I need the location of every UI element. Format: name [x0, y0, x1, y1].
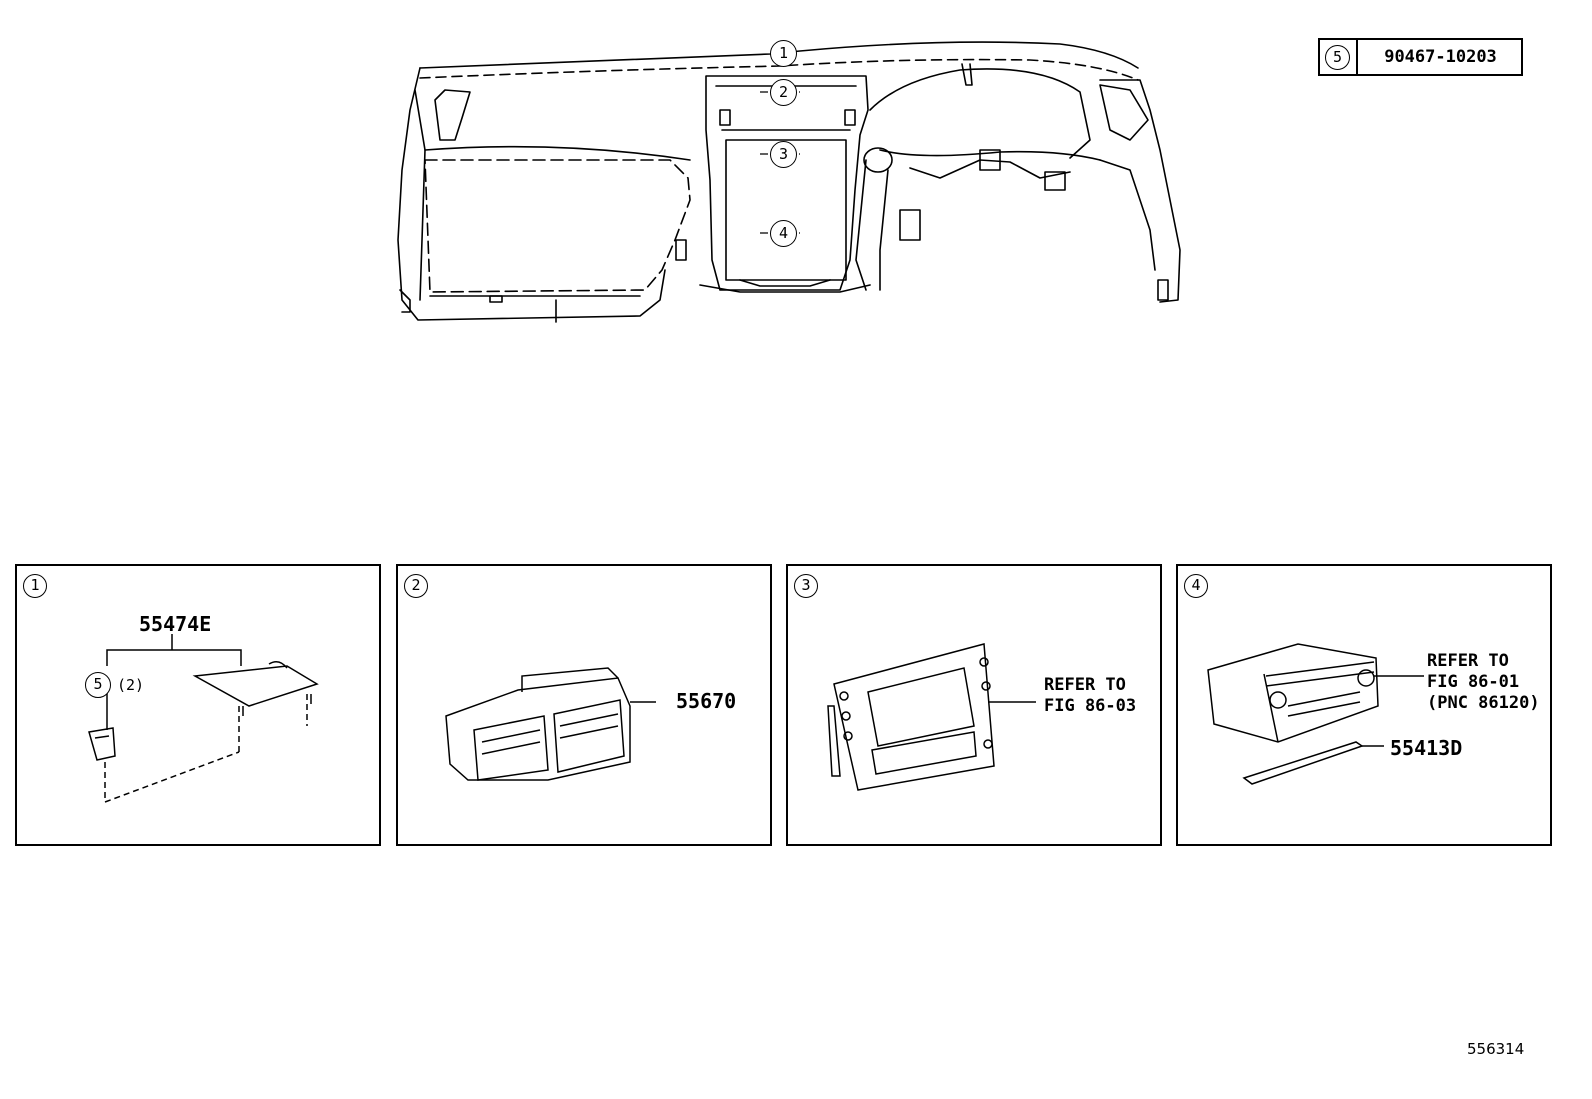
panel-4-ref-line1: REFER TO — [1427, 651, 1509, 671]
detail-panel-3: 3 REFER TO FIG 86-03 — [786, 564, 1162, 846]
detail-panel-1: 1 55474E 5 (2) — [15, 564, 381, 846]
panel-2-part-label: 55670 — [676, 689, 737, 713]
legend-callout-5: 5 — [1325, 45, 1350, 70]
panel-4-ref-line2: FIG 86-01 — [1427, 672, 1520, 692]
callout-4: 4 — [770, 220, 797, 247]
detail-panel-2: 2 55670 — [396, 564, 772, 846]
legend-part-number: 90467-10203 — [1384, 47, 1497, 67]
panel-4-number: 4 — [1184, 574, 1208, 598]
panel-1-number: 1 — [23, 574, 47, 598]
callout-3: 3 — [770, 141, 797, 168]
panel-4-part-label: 55413D — [1390, 736, 1463, 760]
panel-1-callout-5: 5 — [85, 672, 111, 698]
panel-1-part-label: 55474E — [139, 612, 212, 636]
center-vent-drawing — [445, 667, 656, 781]
display-unit-drawing — [827, 643, 1036, 791]
fastener-legend: 5 90467-10203 — [1318, 38, 1523, 76]
clip-and-cover-drawing — [88, 634, 319, 804]
callout-2: 2 — [770, 79, 797, 106]
panel-2-number: 2 — [404, 574, 428, 598]
detail-panel-4: 4 REFER TO FIG 86-01 (PNC 86120) 55413D — [1176, 564, 1552, 846]
panel-3-ref-line1: REFER TO — [1044, 675, 1126, 695]
panel-4-ref-line3: (PNC 86120) — [1427, 693, 1540, 713]
panel-3-number: 3 — [794, 574, 818, 598]
callout-1: 1 — [770, 40, 797, 67]
figure-id: 556314 — [1467, 1040, 1525, 1058]
panel-1-quantity: (2) — [117, 676, 145, 694]
panel-3-ref-line2: FIG 86-03 — [1044, 696, 1137, 716]
audio-unit-drawing — [1207, 643, 1424, 785]
